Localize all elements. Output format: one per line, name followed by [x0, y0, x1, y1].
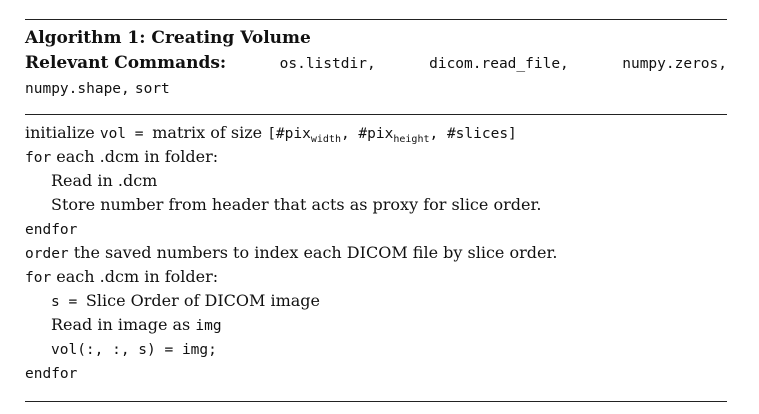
command-item: dicom.read_file, — [429, 56, 569, 72]
keyword: order — [25, 246, 69, 262]
bottom-rule — [25, 401, 727, 402]
keyword: endfor — [25, 366, 78, 382]
algorithm-line-6: order the saved numbers to index each DI… — [25, 241, 727, 265]
middle-rule — [25, 114, 727, 115]
algorithm-line-4: Store number from header that acts as pr… — [25, 193, 727, 217]
line-code: [#pix — [267, 126, 311, 142]
commands-label: Relevant Commands: — [25, 53, 227, 73]
subscript: width — [310, 134, 341, 146]
line-text: Store number from header that acts as pr… — [51, 195, 542, 214]
algorithm-line-8: s = Slice Order of DICOM image — [25, 289, 727, 313]
commands-row: Relevant Commands: os.listdir, dicom.rea… — [25, 51, 727, 76]
command-item: sort — [134, 81, 170, 97]
algorithm-line-7: for each .dcm in folder: — [25, 265, 727, 289]
command-item: os.listdir, — [279, 56, 376, 72]
keyword: for — [25, 150, 52, 166]
algorithm-line-3: Read in .dcm — [25, 169, 727, 193]
line-code: , #slices] — [429, 126, 517, 142]
keyword: endfor — [25, 222, 78, 238]
line-text: each .dcm in folder: — [51, 147, 219, 166]
line-text: Read in image as — [51, 315, 196, 334]
algorithm-line-10: vol(:, :, s) = img; — [25, 337, 727, 361]
command-item: numpy.shape, — [25, 81, 130, 97]
command-item: numpy.zeros, — [622, 56, 727, 72]
subscript: height — [393, 134, 430, 146]
algorithm-body: initialize vol = matrix of size [#pixwid… — [25, 121, 727, 385]
line-code: img — [195, 318, 222, 334]
algorithm-line-1: initialize vol = matrix of size [#pixwid… — [25, 121, 727, 145]
algorithm-title: Algorithm 1: Creating Volume — [25, 28, 311, 48]
line-text: the saved numbers to index each DICOM fi… — [68, 243, 558, 262]
line-text: Read in .dcm — [51, 171, 158, 190]
line-code: , #pix — [340, 126, 394, 142]
line-text: initialize — [25, 123, 100, 142]
line-code: s = — [51, 294, 86, 310]
algorithm-header: Algorithm 1: Creating Volume Relevant Co… — [25, 26, 727, 101]
line-text: matrix of size — [152, 123, 268, 142]
commands-row-2: numpy.shape, sort — [25, 76, 727, 101]
line-code: vol(:, :, s) = img; — [51, 342, 217, 358]
top-rule — [25, 19, 727, 20]
algorithm-line-5: endfor — [25, 217, 727, 241]
algorithm-line-11: endfor — [25, 361, 727, 385]
line-text: Slice Order of DICOM image — [85, 291, 320, 310]
algorithm-line-9: Read in image as img — [25, 313, 727, 337]
keyword: for — [25, 270, 52, 286]
algorithm-line-2: for each .dcm in folder: — [25, 145, 727, 169]
line-text: each .dcm in folder: — [51, 267, 219, 286]
line-code: vol = — [99, 126, 153, 142]
